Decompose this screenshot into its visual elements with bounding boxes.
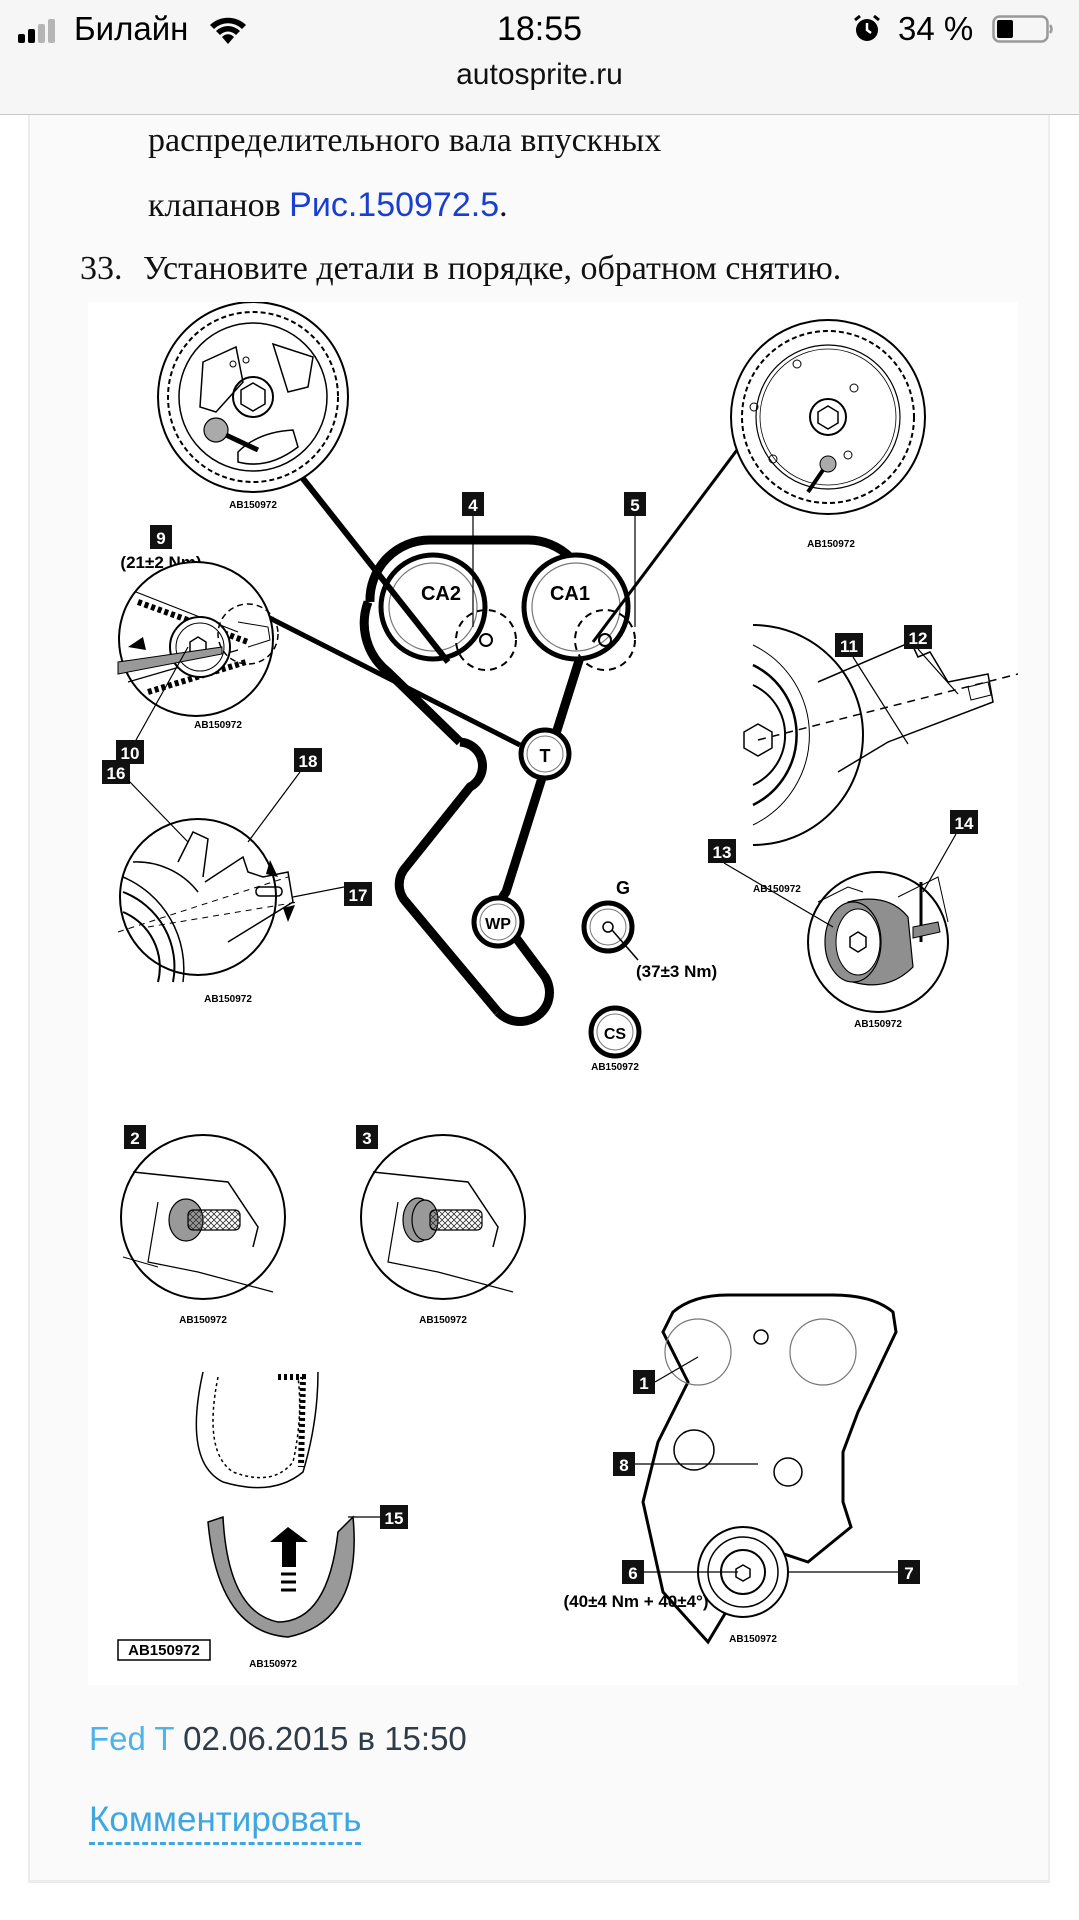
callout-8: 8 [619, 1456, 628, 1475]
battery-icon [992, 15, 1053, 43]
image-code: AB150972 [194, 720, 242, 731]
callout-10: 10 [121, 744, 140, 763]
status-bar: Билайн 18:55 34 % [0, 0, 1079, 58]
image-code: AB150972 [854, 1019, 902, 1030]
pulley-label: CS [604, 1026, 627, 1043]
article-text-line: клапанов Рис.150972.5. [148, 186, 508, 225]
step-item: 33. Установите детали в порядке, обратно… [80, 250, 841, 288]
carrier-name: Билайн [74, 10, 189, 47]
article-text-line: распределительного вала впускных [148, 122, 662, 159]
callout-16: 16 [107, 764, 126, 783]
tensioner-pulley-t: T [518, 727, 572, 781]
stud-detail-3: 3 AB150972 [356, 1125, 526, 1326]
wifi-icon [210, 17, 246, 44]
callout-3: 3 [362, 1129, 371, 1148]
image-code: AB150972 [807, 539, 855, 550]
callout-1: 1 [639, 1374, 648, 1393]
pulley-label: T [540, 746, 551, 766]
image-code: AB150972 [179, 1315, 227, 1326]
tensioner-adjust-detail: 9 (21±2 Nm) 10 AB150972 [116, 525, 279, 764]
pulley-label: WP [485, 916, 511, 933]
callout-9: 9 [156, 529, 165, 548]
callout-5: 5 [630, 496, 639, 515]
camshaft-pulley-ca2: CA2 [378, 552, 517, 671]
tensioner-pointer-detail: 11 12 AB150972 [743, 624, 1018, 895]
exhaust-cam-sprocket-detail: AB150972 [730, 319, 926, 550]
image-code: AB150972 [419, 1315, 467, 1326]
image-code: AB150972 [229, 500, 277, 511]
intake-cam-sprocket-detail: AB150972 [157, 302, 349, 511]
camshaft-pulley-ca1: CA1 [521, 552, 636, 671]
callout-17: 17 [349, 886, 368, 905]
image-code-box: AB150972 [117, 1639, 211, 1661]
battery-percent: 34 % [898, 10, 974, 47]
tensioner-locking-pin-detail: 13 14 AB150972 [708, 810, 978, 1030]
author-link[interactable]: Fed T [89, 1720, 174, 1757]
cellular-signal-icon [18, 19, 66, 43]
callout-15: 15 [385, 1509, 404, 1528]
step-text: Установите детали в порядке, обратном сн… [143, 250, 842, 287]
timing-cover-detail: 1 8 6 (40±4 Nm + 40±4°) 7 AB150972 [564, 1293, 920, 1645]
address-bar-url[interactable]: autosprite.ru [456, 58, 623, 91]
post-date: 02.06.2015 в 15:50 [174, 1720, 467, 1757]
image-code: AB150972 [753, 884, 801, 895]
callout-14: 14 [955, 814, 974, 833]
water-pump-pulley-wp: WP [471, 895, 525, 949]
alarm-icon [854, 14, 880, 41]
callout-12: 12 [909, 629, 928, 648]
post-meta: Fed T 02.06.2015 в 15:50 [89, 1720, 467, 1758]
image-code: AB150972 [128, 1642, 200, 1659]
browser-top-bar: Билайн 18:55 34 % autosprite.ru [0, 0, 1079, 115]
article-text: . [499, 187, 508, 224]
callout-13: 13 [713, 843, 732, 862]
guide-pulley-g: G (37±3 Nm) [581, 878, 717, 981]
callout-11: 11 [840, 637, 858, 656]
article-text: клапанов [148, 187, 290, 224]
tensioner-alignment-detail: 16 18 17 AB150972 [102, 748, 372, 1005]
callout-6: 6 [628, 1564, 637, 1583]
image-code: AB150972 [204, 994, 252, 1005]
callout-4: 4 [468, 496, 478, 515]
pulley-label: CA2 [421, 583, 461, 605]
comment-link[interactable]: Комментировать [89, 1800, 362, 1845]
image-code: AB150972 [249, 1659, 297, 1670]
diagram-canvas: CA2 CA1 T WP G (37±3 Nm) [102, 302, 1018, 1670]
crankshaft-pulley-cs: CS AB150972 [588, 1005, 642, 1073]
pulley-label: CA1 [550, 583, 590, 605]
stud-detail-2: 2 AB150972 [120, 1125, 286, 1326]
timing-belt-diagram: CA2 CA1 T WP G (37±3 Nm) [88, 302, 1018, 1685]
status-time: 18:55 [496, 10, 583, 48]
step-number: 33. [80, 250, 123, 287]
callout-2: 2 [130, 1129, 139, 1148]
callout-18: 18 [299, 752, 318, 771]
torque-label: (37±3 Nm) [636, 962, 717, 981]
callout-7: 7 [904, 1564, 913, 1583]
belt-clip-detail: 15 AB150972 [195, 1371, 408, 1670]
image-code: AB150972 [591, 1062, 639, 1073]
torque-label: (40±4 Nm + 40±4°) [564, 1592, 709, 1611]
pulley-label: G [616, 878, 630, 898]
timing-belt-routing: CA2 CA1 T WP G (37±3 Nm) [359, 492, 717, 1073]
image-code: AB150972 [729, 1634, 777, 1645]
figure-link[interactable]: Рис.150972.5 [289, 186, 500, 224]
